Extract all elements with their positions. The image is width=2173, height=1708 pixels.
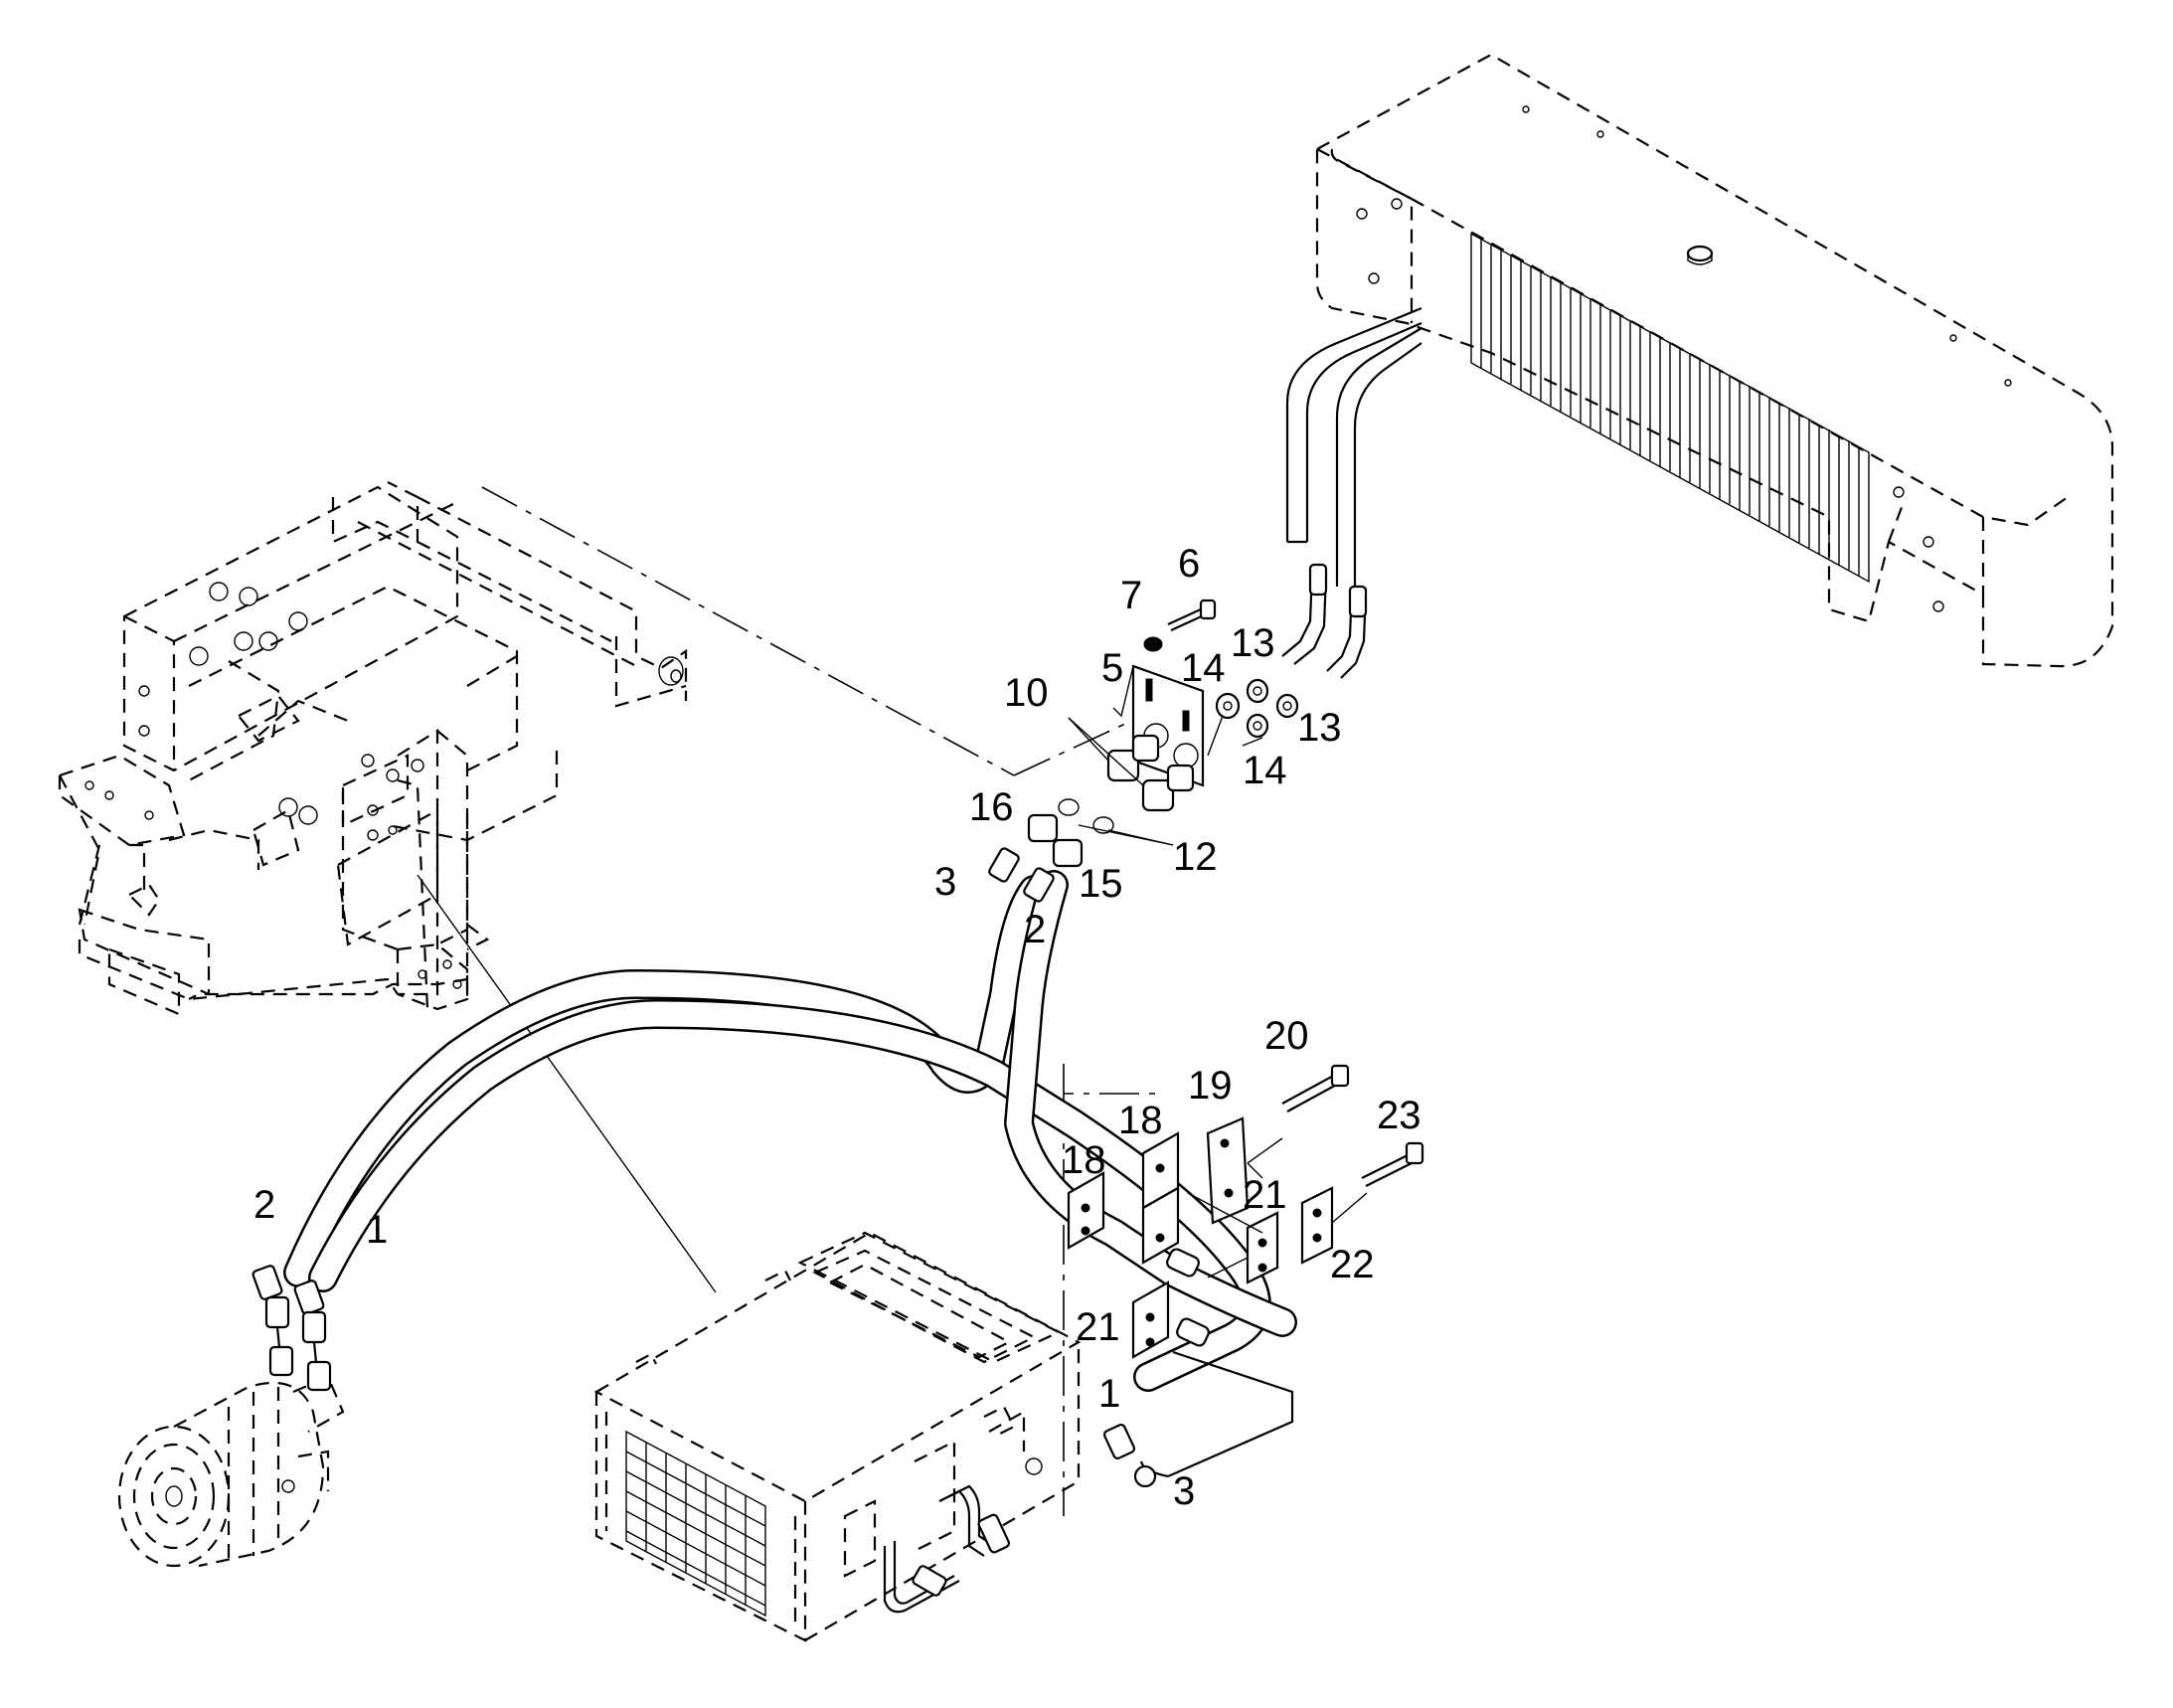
callout-2: 2 <box>1024 908 1046 951</box>
callout-7: 7 <box>1120 574 1142 617</box>
callout-10: 10 <box>1004 671 1049 715</box>
compressor <box>117 1345 345 1568</box>
callout-21: 21 <box>1243 1173 1287 1217</box>
callout-13: 13 <box>1297 706 1342 750</box>
callout-19: 19 <box>1188 1064 1233 1108</box>
callout-2: 2 <box>253 1183 275 1227</box>
callout-14: 14 <box>1243 749 1287 792</box>
callout-13: 13 <box>1231 621 1275 665</box>
cab-frame <box>58 481 688 1016</box>
callout-3: 3 <box>1173 1469 1195 1513</box>
callout-15: 15 <box>1079 862 1123 906</box>
callout-18: 18 <box>1062 1138 1106 1182</box>
callout-20: 20 <box>1264 1014 1309 1058</box>
callout-21: 21 <box>1076 1305 1120 1349</box>
compressor-fittings <box>251 1265 327 1363</box>
callout-23: 23 <box>1377 1094 1421 1137</box>
callout-labels: 6 7 5 14 13 13 14 10 16 12 3 15 2 20 19 … <box>253 542 1421 1513</box>
callout-5: 5 <box>1101 646 1123 690</box>
reference-lines <box>417 486 1163 1516</box>
callout-1: 1 <box>1098 1372 1120 1416</box>
evaporator-box <box>593 1231 1082 1642</box>
callout-12: 12 <box>1173 835 1218 879</box>
callout-1: 1 <box>366 1208 388 1252</box>
roof-unit-lines <box>1281 306 1422 679</box>
callout-16: 16 <box>969 785 1014 829</box>
roof-unit <box>1315 53 2114 668</box>
callout-22: 22 <box>1330 1243 1375 1286</box>
callout-3: 3 <box>934 860 956 904</box>
callout-6: 6 <box>1178 542 1200 586</box>
callout-18: 18 <box>1118 1099 1163 1142</box>
fittings <box>988 598 1424 1488</box>
evaporator-grille <box>625 1430 766 1618</box>
callout-14: 14 <box>1181 646 1226 690</box>
condenser-grille <box>1470 232 1870 584</box>
